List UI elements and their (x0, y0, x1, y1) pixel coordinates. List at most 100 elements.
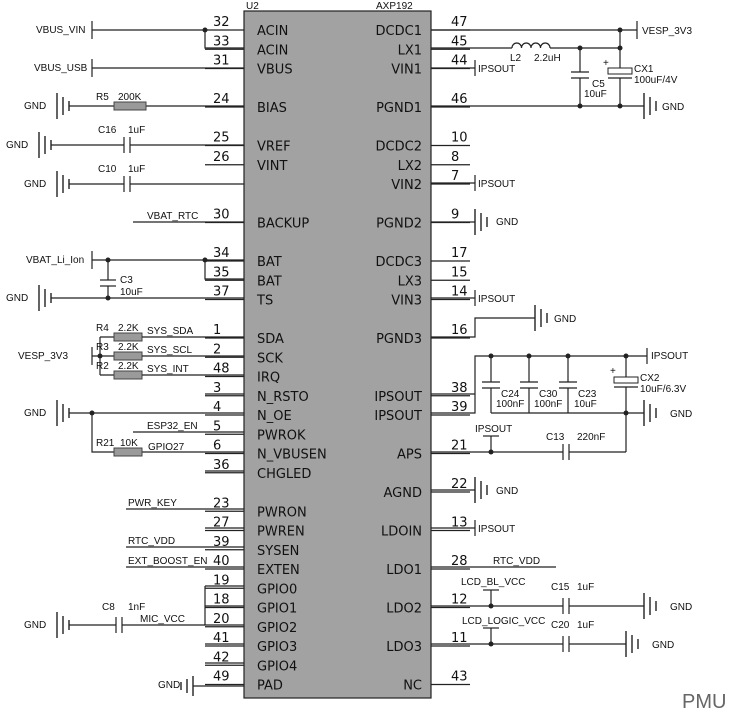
pin-number: 23 (213, 496, 230, 511)
pin-number: 5 (213, 419, 221, 434)
pin-number: 35 (213, 265, 230, 280)
c13-ref: C13 (546, 432, 565, 443)
c13-value: 220nF (577, 432, 605, 443)
resistor-r3 (113, 351, 143, 361)
pin-name: SYSEN (257, 544, 299, 559)
net-sys-sda: SYS_SDA (147, 326, 193, 337)
pin-number: 44 (451, 54, 468, 69)
pin-number: 39 (451, 400, 468, 415)
pin-number: 11 (451, 631, 468, 646)
pin-number: 21 (451, 439, 468, 454)
net-sys-int: SYS_INT (147, 364, 189, 375)
pin-name: GPIO1 (257, 602, 297, 617)
pin-name: GPIO2 (257, 621, 297, 636)
c23-ref: C23 (578, 389, 597, 400)
gnd-symbol (180, 676, 194, 696)
c24-value: 100nF (496, 399, 524, 410)
pin-name: PAD (257, 679, 283, 694)
pin-name: VBUS (257, 63, 293, 78)
net-vbat-li-ion: VBAT_Li_Ion (26, 255, 84, 266)
c8-value: 1nF (128, 602, 145, 613)
r4-value: 2.2K (118, 323, 139, 334)
c20-value: 1uF (577, 620, 594, 631)
pin-number: 19 (213, 573, 230, 588)
net-esp32-en: ESP32_EN (147, 421, 198, 432)
pin-name: VIN2 (391, 178, 422, 193)
l2-ref: L2 (510, 53, 522, 64)
c16-value: 1uF (128, 125, 145, 136)
gnd-symbol (38, 132, 52, 158)
c15-value: 1uF (577, 582, 594, 593)
net-ipsout: IPSOUT (651, 351, 688, 362)
pin-name: ACIN (257, 43, 288, 58)
pin-number: 31 (213, 54, 230, 69)
pin-name: GPIO3 (257, 640, 297, 655)
gnd-symbol (534, 305, 548, 331)
pin-name: VIN3 (391, 294, 422, 309)
pin-number: 42 (213, 650, 230, 665)
c10-value: 1uF (128, 164, 145, 175)
sheet-title: PMU (682, 691, 726, 713)
pin-number: 30 (213, 208, 230, 223)
c3-ref: C3 (120, 275, 133, 286)
pin-name: LX3 (398, 274, 422, 289)
pin-name: DCDC3 (376, 255, 422, 270)
cap-cx1 (607, 67, 633, 75)
gnd-label: GND (6, 140, 28, 151)
gnd-label: GND (24, 620, 46, 631)
c8-ref: C8 (102, 602, 115, 613)
net-vesp-3v3-left: VESP_3V3 (18, 351, 68, 362)
net-vesp-3v3-right: VESP_3V3 (642, 26, 692, 37)
pin-name: DCDC2 (376, 140, 422, 155)
pin-name: IPSOUT (374, 390, 422, 405)
pin-number: 36 (213, 458, 230, 473)
cx1-plus: + (603, 58, 609, 69)
pin-number: 6 (213, 439, 221, 454)
c20-ref: C20 (551, 620, 570, 631)
pin-number: 8 (451, 150, 459, 165)
pin-number: 48 (213, 362, 230, 377)
pin-number: 26 (213, 150, 230, 165)
pin-number: 14 (451, 285, 468, 300)
pin-number: 12 (451, 593, 468, 608)
pin-number: 1 (213, 323, 221, 338)
pin-name: SCK (257, 351, 283, 366)
cap-cx2 (613, 376, 639, 384)
gnd-label: GND (652, 640, 674, 651)
net-pwr-key: PWR_KEY (128, 498, 177, 509)
pin-name: LX1 (398, 43, 422, 58)
pin-number: 41 (213, 631, 230, 646)
net-mic-vcc: MIC_VCC (140, 614, 185, 625)
pin-name: PWRON (257, 505, 307, 520)
pin-name: LX2 (398, 159, 422, 174)
pin-number: 47 (451, 15, 468, 30)
pin-name: CHGLED (257, 467, 311, 482)
gnd-symbol (474, 477, 488, 503)
gnd-label: GND (554, 314, 576, 325)
c5-value: 10uF (584, 89, 607, 100)
pin-number: 34 (213, 246, 230, 261)
pin-number: 22 (451, 477, 468, 492)
cx1-ref: CX1 (634, 64, 654, 75)
pin-name: PGND2 (376, 217, 422, 232)
gnd-symbol (56, 171, 70, 197)
pin-name: PWREN (257, 525, 305, 540)
pin-name: LDO1 (386, 563, 422, 578)
gnd-symbol (643, 593, 657, 619)
pin-name: BAT (257, 255, 282, 270)
pin-number: 16 (451, 323, 468, 338)
gnd-symbol (643, 400, 657, 426)
resistor-r5 (113, 101, 147, 111)
gnd-label: GND (6, 293, 28, 304)
resistor-r4 (113, 332, 143, 342)
cx2-plus: + (610, 366, 616, 377)
pin-number: 17 (451, 246, 468, 261)
pin-name: LDOIN (381, 525, 422, 540)
pin-number: 49 (213, 670, 230, 685)
l2-value: 2.2uH (534, 53, 561, 64)
pin-name: N_VBUSEN (257, 448, 327, 463)
r21-ref: R21 (96, 438, 115, 449)
net-ipsout: IPSOUT (478, 524, 515, 535)
gnd-label: GND (24, 179, 46, 190)
gnd-symbol (56, 612, 70, 638)
